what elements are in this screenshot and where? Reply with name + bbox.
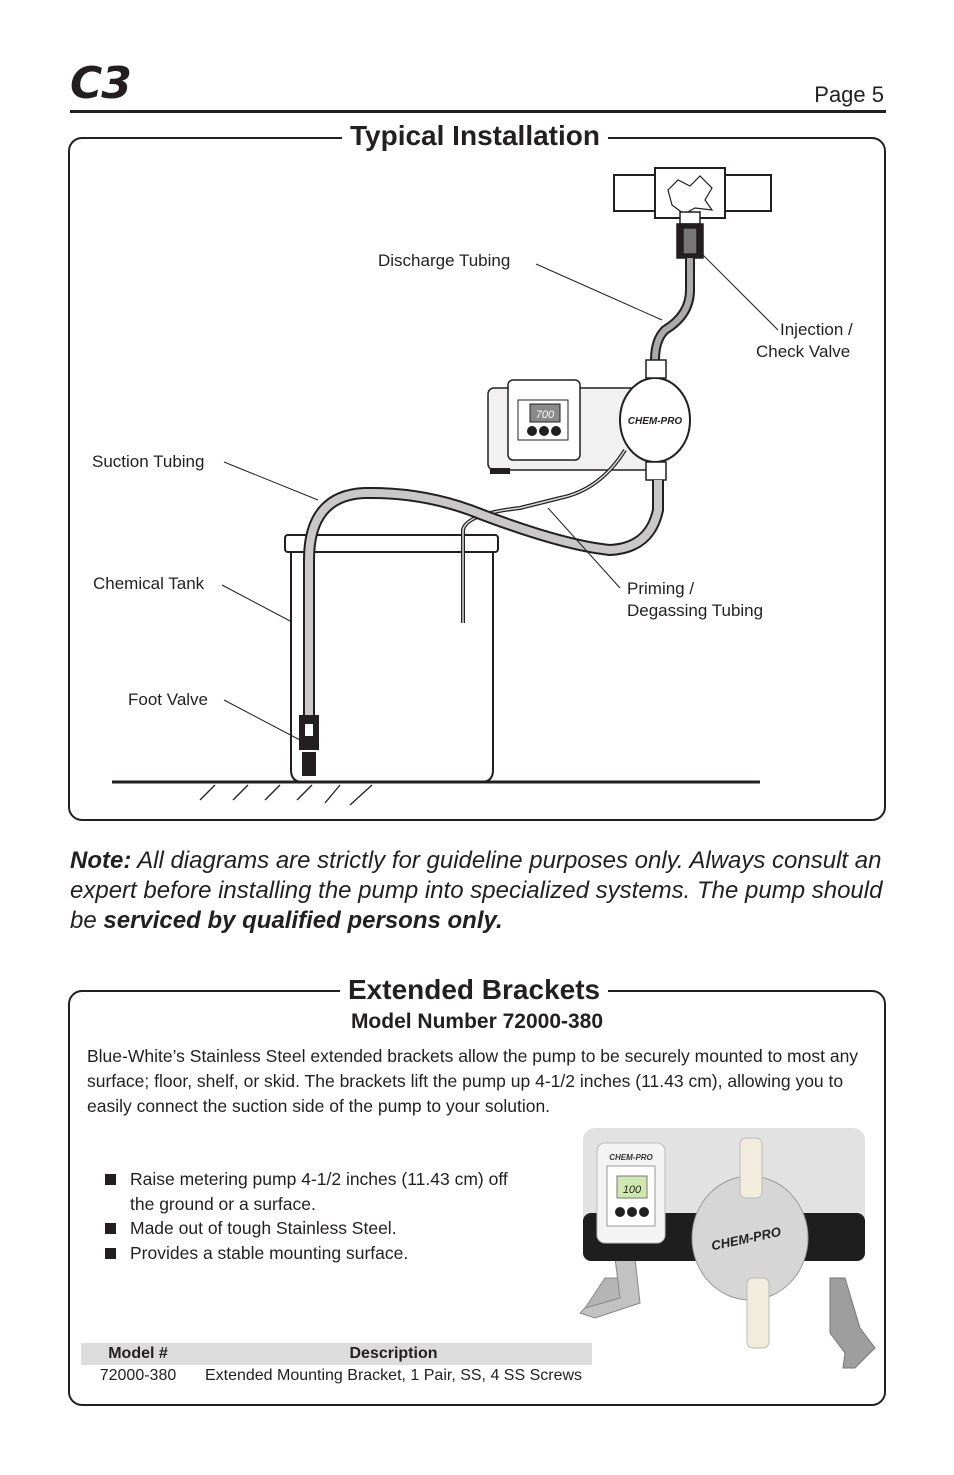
pump-unit: 700 CHEM-PRO — [487, 359, 691, 481]
injection-check-valve — [676, 211, 704, 259]
label-chemical-tank: Chemical Tank — [93, 574, 205, 593]
photo-display-value: 100 — [623, 1184, 642, 1196]
label-injection: Injection / — [780, 320, 853, 339]
installation-title: Typical Installation — [342, 122, 608, 150]
label-priming: Priming / — [627, 579, 695, 598]
label-leaders — [221, 251, 779, 741]
label-suction-tubing: Suction Tubing — [92, 452, 205, 471]
chemical-tank — [284, 534, 499, 783]
table-row: 72000-380 Extended Mounting Bracket, 1 P… — [81, 1365, 592, 1387]
note-text: All diagrams are strictly for guideline … — [70, 847, 883, 934]
pump-display-value: 700 — [536, 409, 555, 421]
foot-valve — [299, 715, 319, 776]
guideline-note: Note: All diagrams are strictly for guid… — [70, 846, 900, 936]
label-degassing-tubing: Degassing Tubing — [627, 601, 764, 620]
feature-item: Provides a stable mounting surface. — [105, 1241, 525, 1266]
label-check-valve: Check Valve — [756, 342, 851, 361]
process-pipe — [613, 167, 772, 219]
cell-description: Extended Mounting Bracket, 1 Pair, SS, 4… — [204, 1367, 583, 1384]
installation-diagram: 700 CHEM-PRO — [112, 167, 779, 806]
label-foot-valve: Foot Valve — [128, 690, 209, 709]
cell-model-number: 72000-380 — [99, 1367, 177, 1384]
model-number-heading: Model Number 72000-380 — [350, 1010, 604, 1033]
label-discharge-tubing: Discharge Tubing — [378, 251, 511, 270]
pump-brand: CHEM-PRO — [628, 416, 683, 427]
feature-list: Raise metering pump 4-1/2 inches (11.43 … — [105, 1167, 525, 1265]
table-header-row: Model # Description — [81, 1343, 592, 1365]
pump-on-brackets-photo: 100 CHEM-PRO CHEM-PRO — [579, 1128, 876, 1369]
header-rule — [70, 110, 886, 113]
column-header-description: Description — [195, 1343, 592, 1365]
photo-panel-brand: CHEM-PRO — [609, 1153, 653, 1162]
feature-item: Raise metering pump 4-1/2 inches (11.43 … — [105, 1167, 525, 1216]
note-label: Note: — [70, 847, 132, 874]
note-emphasis: serviced by qualified persons only. — [103, 907, 503, 934]
page-number: Page 5 — [814, 82, 884, 107]
model-table: Model # Description 72000-380 Extended M… — [81, 1343, 592, 1387]
brackets-description: Blue-White’s Stainless Steel extended br… — [87, 1046, 859, 1116]
feature-item: Made out of tough Stainless Steel. — [105, 1216, 525, 1241]
brackets-title: Extended Brackets — [340, 976, 609, 1004]
floor-hatching — [199, 784, 373, 806]
brand-logo: C3 — [70, 58, 132, 109]
column-header-model: Model # — [81, 1343, 195, 1365]
